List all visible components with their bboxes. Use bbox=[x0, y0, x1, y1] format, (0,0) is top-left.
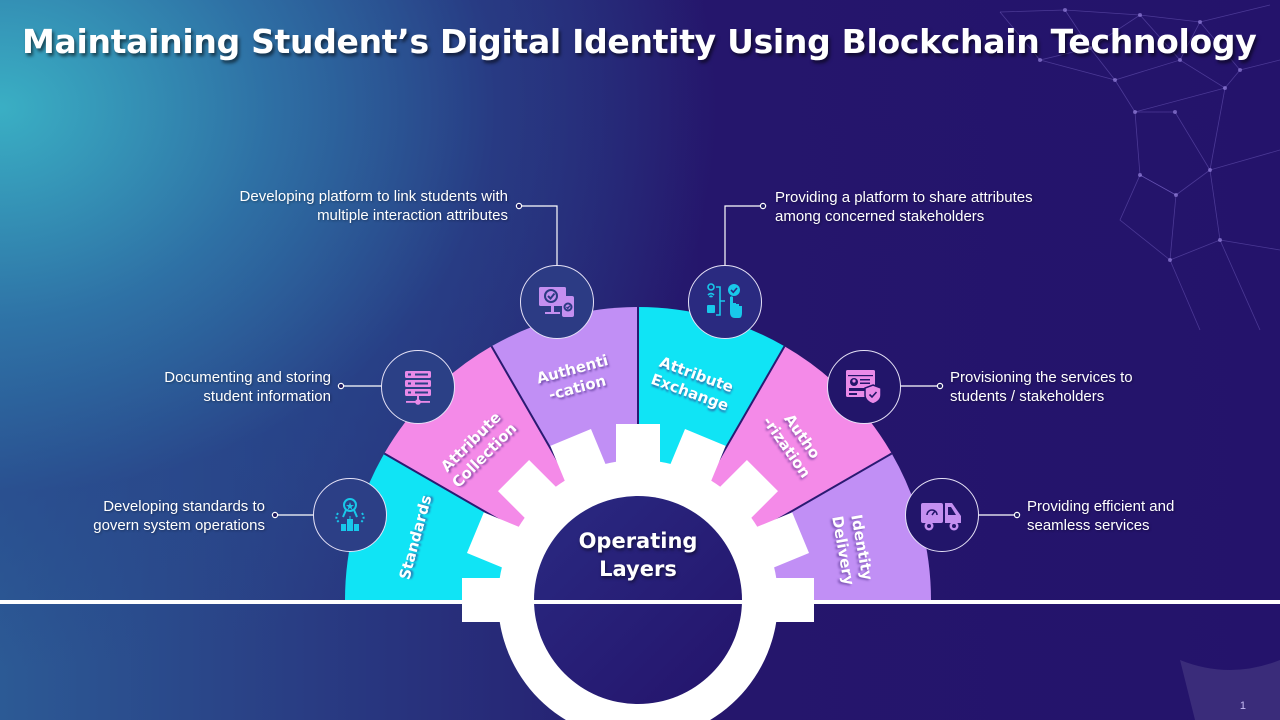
icon-circle-standards bbox=[313, 478, 387, 552]
description-identity-delivery: Providing efficient and seamless service… bbox=[1027, 498, 1175, 534]
description-authorization: Provisioning the services to students / … bbox=[950, 369, 1133, 405]
icon-circle-authentication bbox=[520, 265, 594, 339]
description-attribute-exchange: Providing a platform to share attributes… bbox=[775, 189, 1033, 225]
page-number: 1 bbox=[1239, 700, 1246, 712]
icon-circle-attribute-exchange bbox=[688, 265, 762, 339]
baseline-divider bbox=[0, 600, 1280, 604]
monitor-check-icon bbox=[539, 287, 574, 317]
touch-exchange-icon bbox=[707, 283, 742, 318]
center-label: Operating Layers bbox=[578, 529, 698, 581]
network-pattern-decoration bbox=[999, 4, 1280, 331]
slide-title: Maintaining Student’s Digital Identity U… bbox=[22, 22, 1257, 61]
corner-decoration bbox=[1180, 660, 1280, 720]
profile-shield-icon bbox=[846, 370, 882, 405]
description-attribute-collection: Documenting and storing student informat… bbox=[164, 369, 331, 405]
icon-circle-attribute-collection bbox=[381, 350, 455, 424]
description-standards: Developing standards to govern system op… bbox=[93, 498, 265, 534]
icon-circle-identity-delivery bbox=[905, 478, 979, 552]
description-authentication: Developing platform to link students wit… bbox=[239, 188, 508, 224]
server-database-icon bbox=[405, 371, 431, 405]
award-building-icon bbox=[335, 498, 365, 531]
delivery-truck-icon bbox=[921, 503, 961, 531]
icon-circle-authorization bbox=[827, 350, 901, 424]
